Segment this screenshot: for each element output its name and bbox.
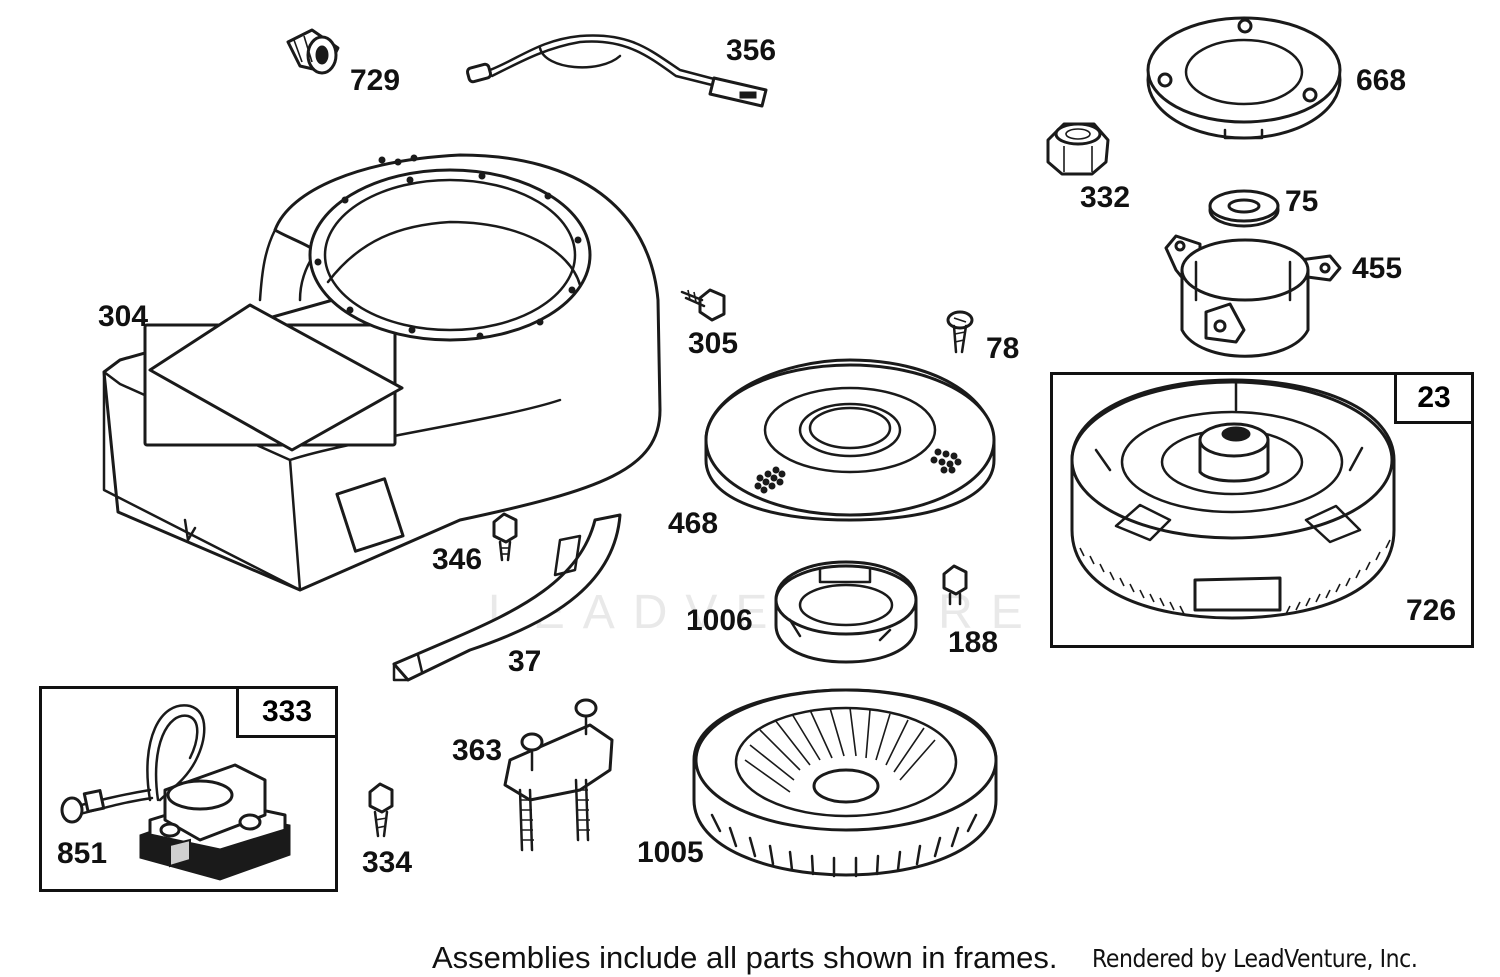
part-188-bolt	[942, 564, 968, 606]
label-part-304: 304	[98, 300, 149, 333]
part-37-air-guide	[392, 513, 622, 682]
part-455-cup	[1164, 234, 1342, 358]
part-334-screw	[368, 782, 394, 838]
ignition-assembly-tag: 333	[236, 686, 338, 738]
part-851-armature	[60, 704, 291, 881]
flywheel-assembly-frame	[1050, 372, 1474, 648]
label-part-332: 332	[1080, 181, 1131, 214]
label-part-455: 455	[1352, 252, 1403, 285]
ignition-assembly-frame	[39, 686, 338, 892]
label-part-851: 851	[57, 837, 108, 870]
part-726-flywheel	[1070, 378, 1396, 620]
part-304-blower-housing	[102, 153, 662, 592]
render-credit: Rendered by LeadVenture, Inc.	[1092, 944, 1418, 973]
label-part-729: 729	[350, 64, 401, 97]
assemblies-note: Assemblies include all parts shown in fr…	[432, 940, 1058, 975]
label-part-726: 726	[1406, 594, 1457, 627]
part-332-nut	[1046, 122, 1110, 176]
label-part-188: 188	[948, 626, 999, 659]
label-part-334: 334	[362, 846, 413, 879]
part-668-plate	[1146, 16, 1342, 140]
label-part-1006: 1006	[686, 604, 753, 637]
part-363-bracket	[503, 698, 614, 852]
part-305-bolt	[680, 288, 726, 322]
part-468-screen	[704, 358, 996, 522]
label-part-346: 346	[432, 543, 483, 576]
label-part-78: 78	[986, 332, 1020, 365]
label-part-75: 75	[1285, 185, 1319, 218]
part-729-grommet	[286, 28, 340, 75]
flywheel-assembly-tag: 23	[1394, 372, 1474, 424]
part-1005-fan	[692, 688, 998, 878]
label-part-668: 668	[1356, 64, 1407, 97]
part-78-screw	[946, 310, 974, 354]
label-part-356: 356	[726, 34, 777, 67]
label-part-363: 363	[452, 734, 503, 767]
part-75-washer	[1208, 189, 1280, 228]
label-part-305: 305	[688, 327, 739, 360]
label-part-37: 37	[508, 645, 542, 678]
part-346-bolt	[492, 512, 518, 562]
label-part-468: 468	[668, 507, 719, 540]
label-part-1005: 1005	[637, 836, 704, 869]
part-356-wire	[465, 34, 768, 108]
part-1006-starter-cup	[774, 560, 918, 664]
